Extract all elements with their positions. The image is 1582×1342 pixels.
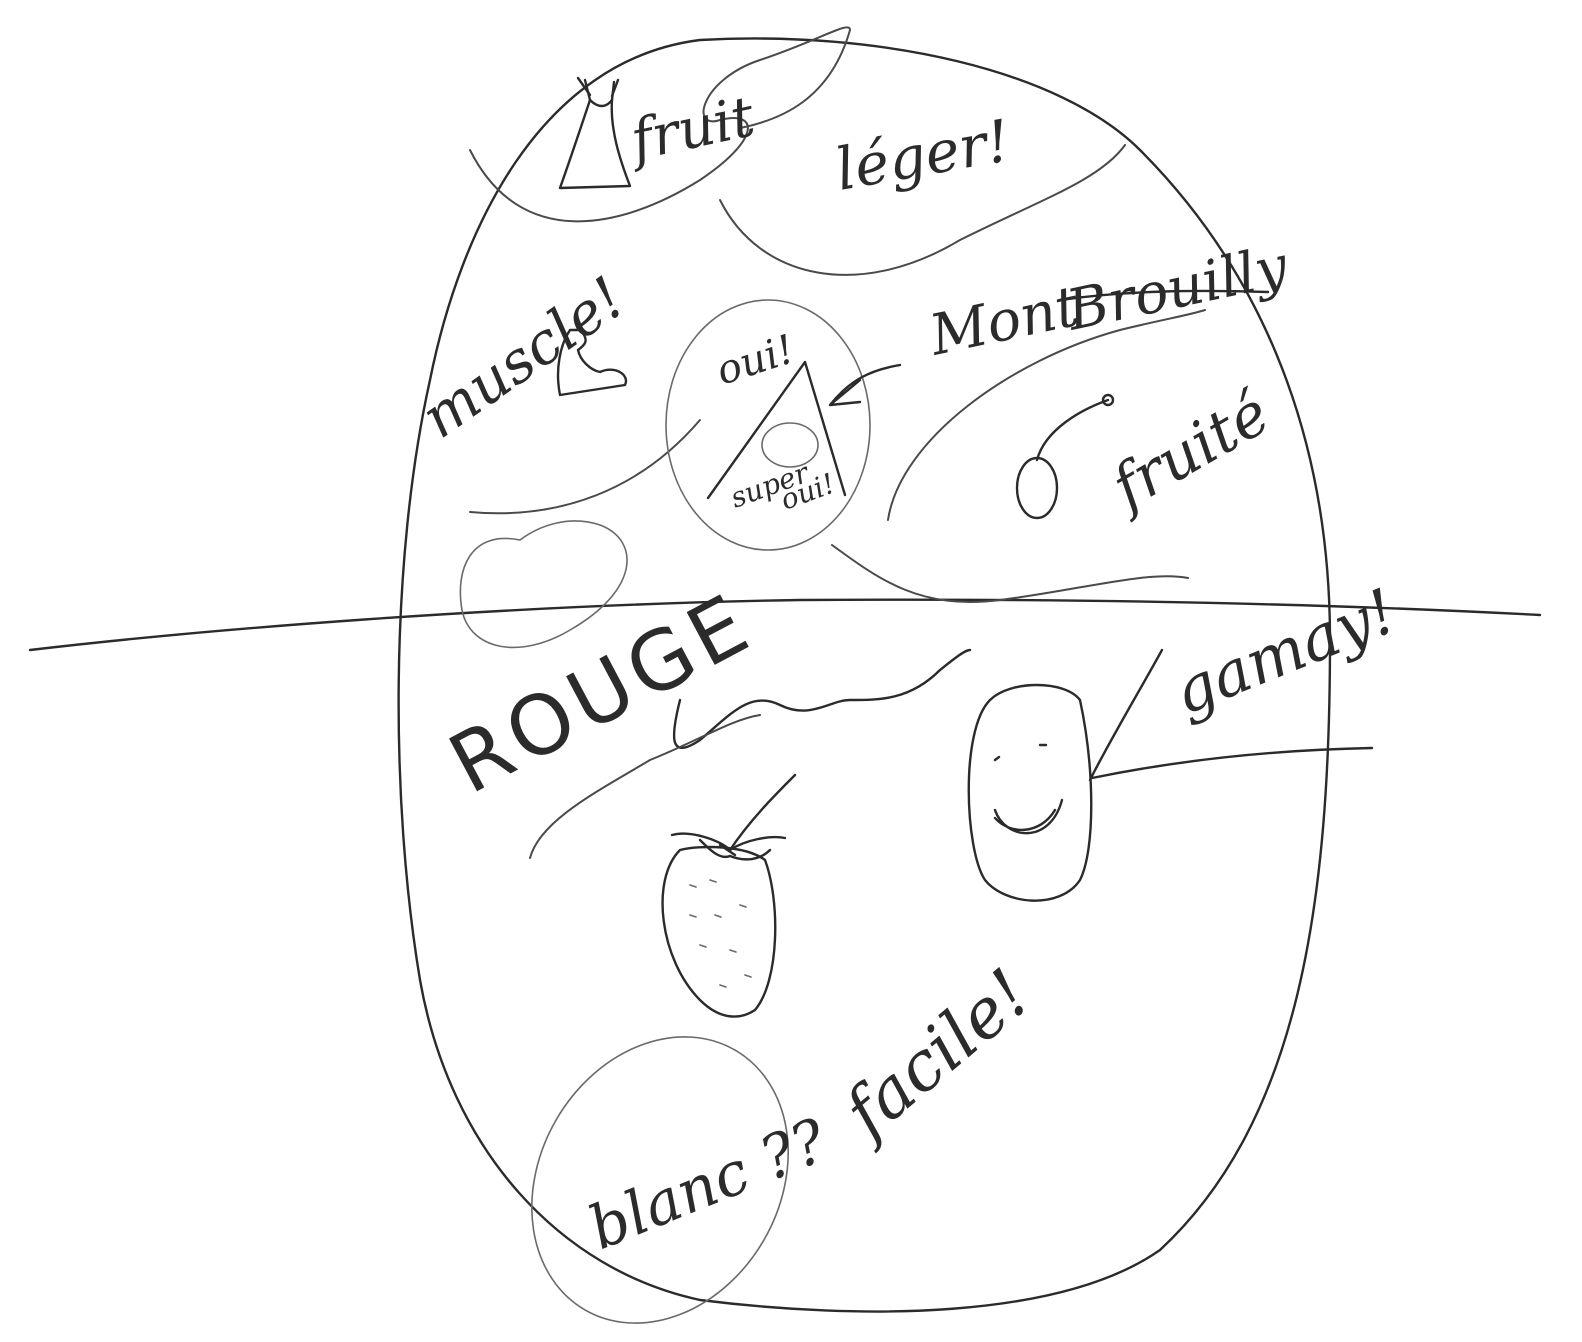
cherry-icon bbox=[1017, 395, 1113, 518]
strawberry-icon bbox=[663, 775, 795, 1017]
fruite-label: fruité bbox=[1097, 378, 1281, 525]
smiley-face-icon bbox=[969, 685, 1092, 901]
gamay-top-arc bbox=[832, 545, 1188, 602]
blanc-label: blanc ?? bbox=[579, 1105, 837, 1264]
oui-label: oui! bbox=[711, 326, 800, 394]
mont-label: Mont bbox=[923, 274, 1084, 369]
facile-label: facile! bbox=[826, 954, 1045, 1156]
small-loop-shape bbox=[460, 521, 627, 647]
muscle-label: muscle! bbox=[409, 263, 637, 451]
leger-label: léger! bbox=[831, 106, 1016, 203]
gamay-pointer-line bbox=[1090, 650, 1162, 780]
fruit-label: fruit bbox=[621, 84, 760, 174]
brouilly-label: Brouilly bbox=[1060, 233, 1294, 343]
gamay-label: gamay! bbox=[1163, 574, 1406, 729]
dress-icon bbox=[560, 78, 630, 188]
gamay-underline bbox=[1092, 748, 1372, 778]
